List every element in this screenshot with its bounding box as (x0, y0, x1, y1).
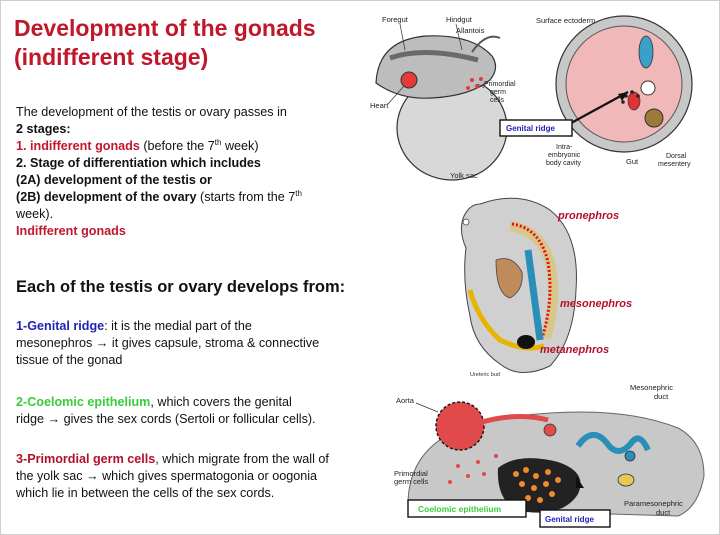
paramesonephric-label-2: duct (656, 508, 671, 517)
genital-ridge-shape (497, 458, 581, 513)
glomerulus-shape (543, 423, 557, 437)
pronephros-label: pronephros (557, 210, 619, 222)
genital-ridge-box (499, 119, 573, 137)
heart-label: Heart (370, 101, 389, 110)
mesonephric-label-1: Mesonephric (630, 383, 673, 392)
point-2-text-1: , which covers the genital (150, 395, 292, 409)
item-1-sup: th (214, 137, 222, 147)
primordial-label-2: germ (490, 89, 506, 96)
point-1-text-3: tissue of the gonad (16, 353, 123, 367)
point-2-label: 2-Coelomic epithelium (16, 395, 151, 409)
aorta-label: Aorta (396, 396, 415, 405)
eye-shape (462, 218, 470, 226)
intro-item-2b: (2B) development of the ovary (starts fr… (16, 189, 366, 206)
section-heading: Each of the testis or ovary develops fro… (16, 278, 346, 296)
point-3: 3-Primordial germ cells, which migrate f… (16, 451, 376, 502)
point-3-label: 3-Primordial germ cells (16, 452, 156, 466)
intro-item-2b-end: week). (16, 207, 54, 221)
indifferent-gonads-label: Indifferent gonads (16, 224, 126, 238)
primordial-label-1: Primordial (484, 81, 516, 88)
allantois-shape (471, 35, 501, 53)
arrow-line (561, 91, 629, 129)
mesonephric-tubule (575, 432, 651, 454)
intra-label-3: body cavity (546, 160, 582, 167)
item-1-end: week) (221, 139, 259, 153)
point-2-text-2: ridge → gives the sex cords (Sertoli or … (16, 412, 316, 426)
metanephros-blob (517, 335, 535, 349)
point-1-label: 1-Genital ridge (16, 319, 105, 333)
item-2b-rest: (starts from the 7 (196, 190, 296, 204)
gut-tube-shape (467, 289, 545, 351)
aorta-section (640, 80, 656, 96)
point-3-text-2: the yolk sac → which gives spermatogonia… (16, 469, 318, 483)
intro-item-2a: (2A) development of the testis or (16, 173, 212, 187)
heart-shape (400, 71, 418, 89)
surface-ectoderm-label: Surface ectoderm (536, 16, 595, 25)
foregut-label: Foregut (382, 15, 409, 24)
mesonephric-duct-shape (624, 450, 636, 462)
heart-bulge-shape (495, 258, 523, 299)
point-2: 2-Coelomic epithelium, which covers the … (16, 394, 376, 428)
title-line-2: (indifferent stage) (14, 44, 209, 70)
embryo-yolk-sac-diagram: Foregut Hindgut Allantois Primordial ger… (370, 15, 516, 181)
metanephros-label: metanephros (540, 344, 609, 356)
mesonephric-ridge-shape (509, 221, 559, 340)
dorsal-label-2: mesentery (658, 161, 691, 168)
mesonephros-duct (524, 249, 544, 341)
ureteric-bud-label: Ureteric bud (470, 372, 500, 378)
germ-cells-cluster (513, 467, 561, 503)
mesonephric-label-2: duct (654, 392, 669, 401)
title-line-1: Development of the gonads (14, 15, 316, 41)
dorsal-label-1: Dorsal (666, 153, 687, 160)
aorta-branch-shape (481, 413, 549, 425)
yolk-sac-label: Yolk sac (450, 171, 478, 180)
gut-label: Gut (626, 157, 639, 166)
pointer-arrow (576, 476, 584, 488)
point-3-text-3: which lie in between the cells of the se… (16, 486, 275, 500)
point-1-text-1: : it is the medial part of the (104, 319, 252, 333)
primordial-label-1: Primordial (394, 469, 428, 478)
genital-ridge-diagram: Aorta Mesonephric duct Primordial germ c… (394, 383, 705, 528)
slide-title: Development of the gonads (indifferent s… (14, 14, 354, 72)
point-1-text-2: mesonephros → it gives capsule, stroma &… (16, 336, 320, 350)
coelomic-epithelium-box (407, 499, 527, 518)
intro-text: The development of the testis or ovary p… (16, 104, 366, 240)
primordial-label-2: germ cells (394, 477, 428, 486)
item-1-rest: (before the 7 (139, 139, 215, 153)
genital-ridge-label: Genital ridge (545, 515, 594, 524)
item-1-bold: 1. indifferent gonads (16, 139, 140, 153)
intro-line-1: The development of the testis or ovary p… (16, 105, 287, 119)
body-cavity-shape (565, 25, 683, 143)
intra-label-1: Intra- (556, 144, 573, 151)
pronephros-tubules (511, 222, 552, 339)
genital-ridge-label: Genital ridge (506, 124, 555, 133)
intro-item-1: 1. indifferent gonads (before the 7th we… (16, 138, 366, 155)
arrow-head (618, 92, 628, 101)
mesonephros-label: mesonephros (560, 298, 632, 310)
neural-tube-section (638, 35, 654, 69)
hindgut-label: Hindgut (446, 15, 473, 24)
item-2b-sup: th (295, 188, 302, 198)
intra-label-2: embryonic (548, 152, 581, 159)
germ-cells-dots (466, 77, 483, 90)
neural-tube-shape (389, 50, 479, 63)
gut-section (644, 108, 664, 128)
nephros-diagram: pronephros mesonephros metanephros Urete… (460, 197, 632, 378)
paramesonephric-duct-shape (617, 473, 635, 487)
migrating-cells (448, 454, 498, 484)
genital-ridge-box (539, 509, 611, 528)
paramesonephric-label-1: Paramesonephric (624, 499, 683, 508)
primordial-label-3: cells (490, 97, 505, 104)
intro-item-2: 2. Stage of differentiation which includ… (16, 156, 261, 170)
coelomic-epithelium-label: Coelomic epithelium (418, 504, 502, 514)
point-1: 1-Genital ridge: it is the medial part o… (16, 318, 376, 369)
point-3-text-1: , which migrate from the wall of (155, 452, 329, 466)
aorta-shape (435, 401, 485, 451)
intro-line-2: 2 stages: (16, 122, 71, 136)
allantois-label: Allantois (456, 26, 485, 35)
item-2b-bold: (2B) development of the ovary (16, 190, 197, 204)
cross-section-diagram: Genital ridge Surface ectoderm Intra- em… (499, 15, 693, 168)
